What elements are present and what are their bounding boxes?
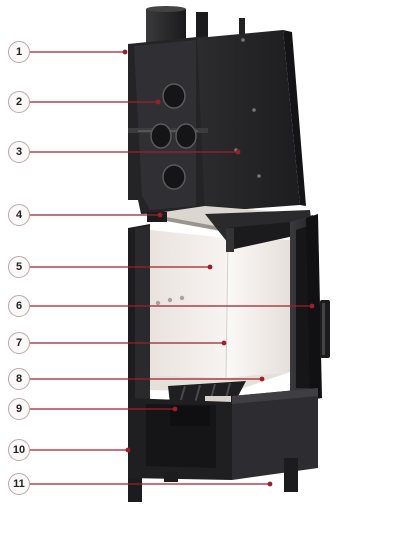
leader-dot-7	[221, 340, 227, 346]
grate	[150, 372, 290, 406]
convection-chamber	[128, 30, 306, 214]
callout-11[interactable]: 11	[8, 473, 30, 495]
glass-frame	[205, 210, 322, 400]
callout-6[interactable]: 6	[8, 295, 30, 317]
firebox-left-wall	[128, 224, 150, 422]
callout-8[interactable]: 8	[8, 368, 30, 390]
leader-dot-4	[157, 212, 163, 218]
leader-dot-9	[172, 406, 178, 412]
ceramic-lining	[150, 230, 290, 379]
leader-dot-2	[155, 99, 161, 105]
door-handle	[320, 300, 330, 358]
convection-holes	[150, 38, 261, 190]
leader-dot-11	[267, 481, 273, 487]
leader-dot-8	[259, 376, 265, 382]
callout-5[interactable]: 5	[8, 256, 30, 278]
callout-10[interactable]: 10	[8, 439, 30, 461]
leader-dot-5	[207, 264, 213, 270]
leader-dot-10	[125, 447, 131, 453]
callout-3[interactable]: 3	[8, 141, 30, 163]
leader-dot-3	[235, 149, 241, 155]
leader-dot-1	[122, 49, 128, 55]
callout-4[interactable]: 4	[8, 204, 30, 226]
base-housing	[128, 388, 318, 502]
callout-9[interactable]: 9	[8, 398, 30, 420]
leader-dot-6	[309, 303, 315, 309]
callout-7[interactable]: 7	[8, 332, 30, 354]
callout-2[interactable]: 2	[8, 91, 30, 113]
callout-1[interactable]: 1	[8, 41, 30, 63]
leader-lines	[30, 49, 315, 487]
